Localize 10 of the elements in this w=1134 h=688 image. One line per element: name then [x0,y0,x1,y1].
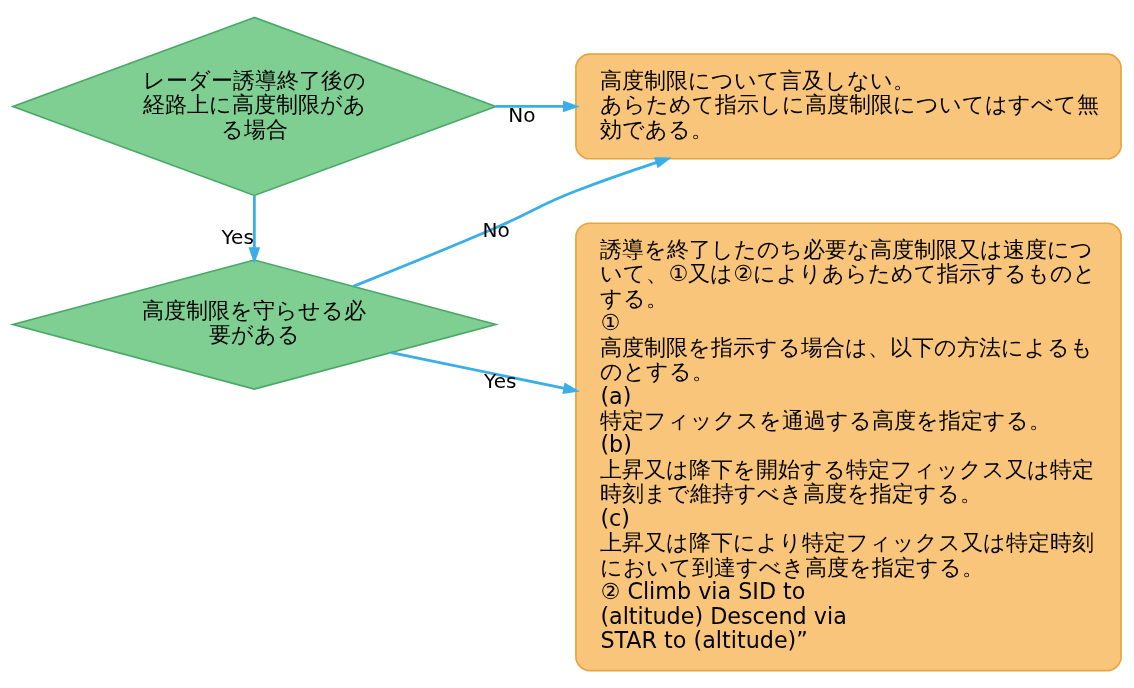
arrow [248,195,261,264]
node-box: 高度制限について言及しない。 あらためて指示しに高度制限についてはすべて無効である。 [575,53,1122,160]
edge-label: No [508,103,536,128]
node-diamond: レーダー誘導終了後の経路上に高度制限がある場合 [10,16,499,197]
edge-label: Yes [484,368,517,393]
arrow [495,100,580,113]
node-box: 誘導を終了したのち必要な高度制限又は速度について、①又は②によりあらためて指示するものとする。 ① 高度制限を指示する場合は、以下の方法によるものとする。 (a) 特定フィックスを通過する高度を指定する。 (b) 上昇又は降下を開始する特定フィックス又は特定時刻まで維持すべき高度を指定する。 (c) 上昇又は降下により特定フィックス又は特定時刻において到達すべき高度を指定する。 ② Climb via SID to (altitude) Descend via STAR to (altitude)” [575,222,1122,672]
arrow [352,157,672,288]
arrow [390,351,580,394]
edge-label: Yes [221,224,254,249]
